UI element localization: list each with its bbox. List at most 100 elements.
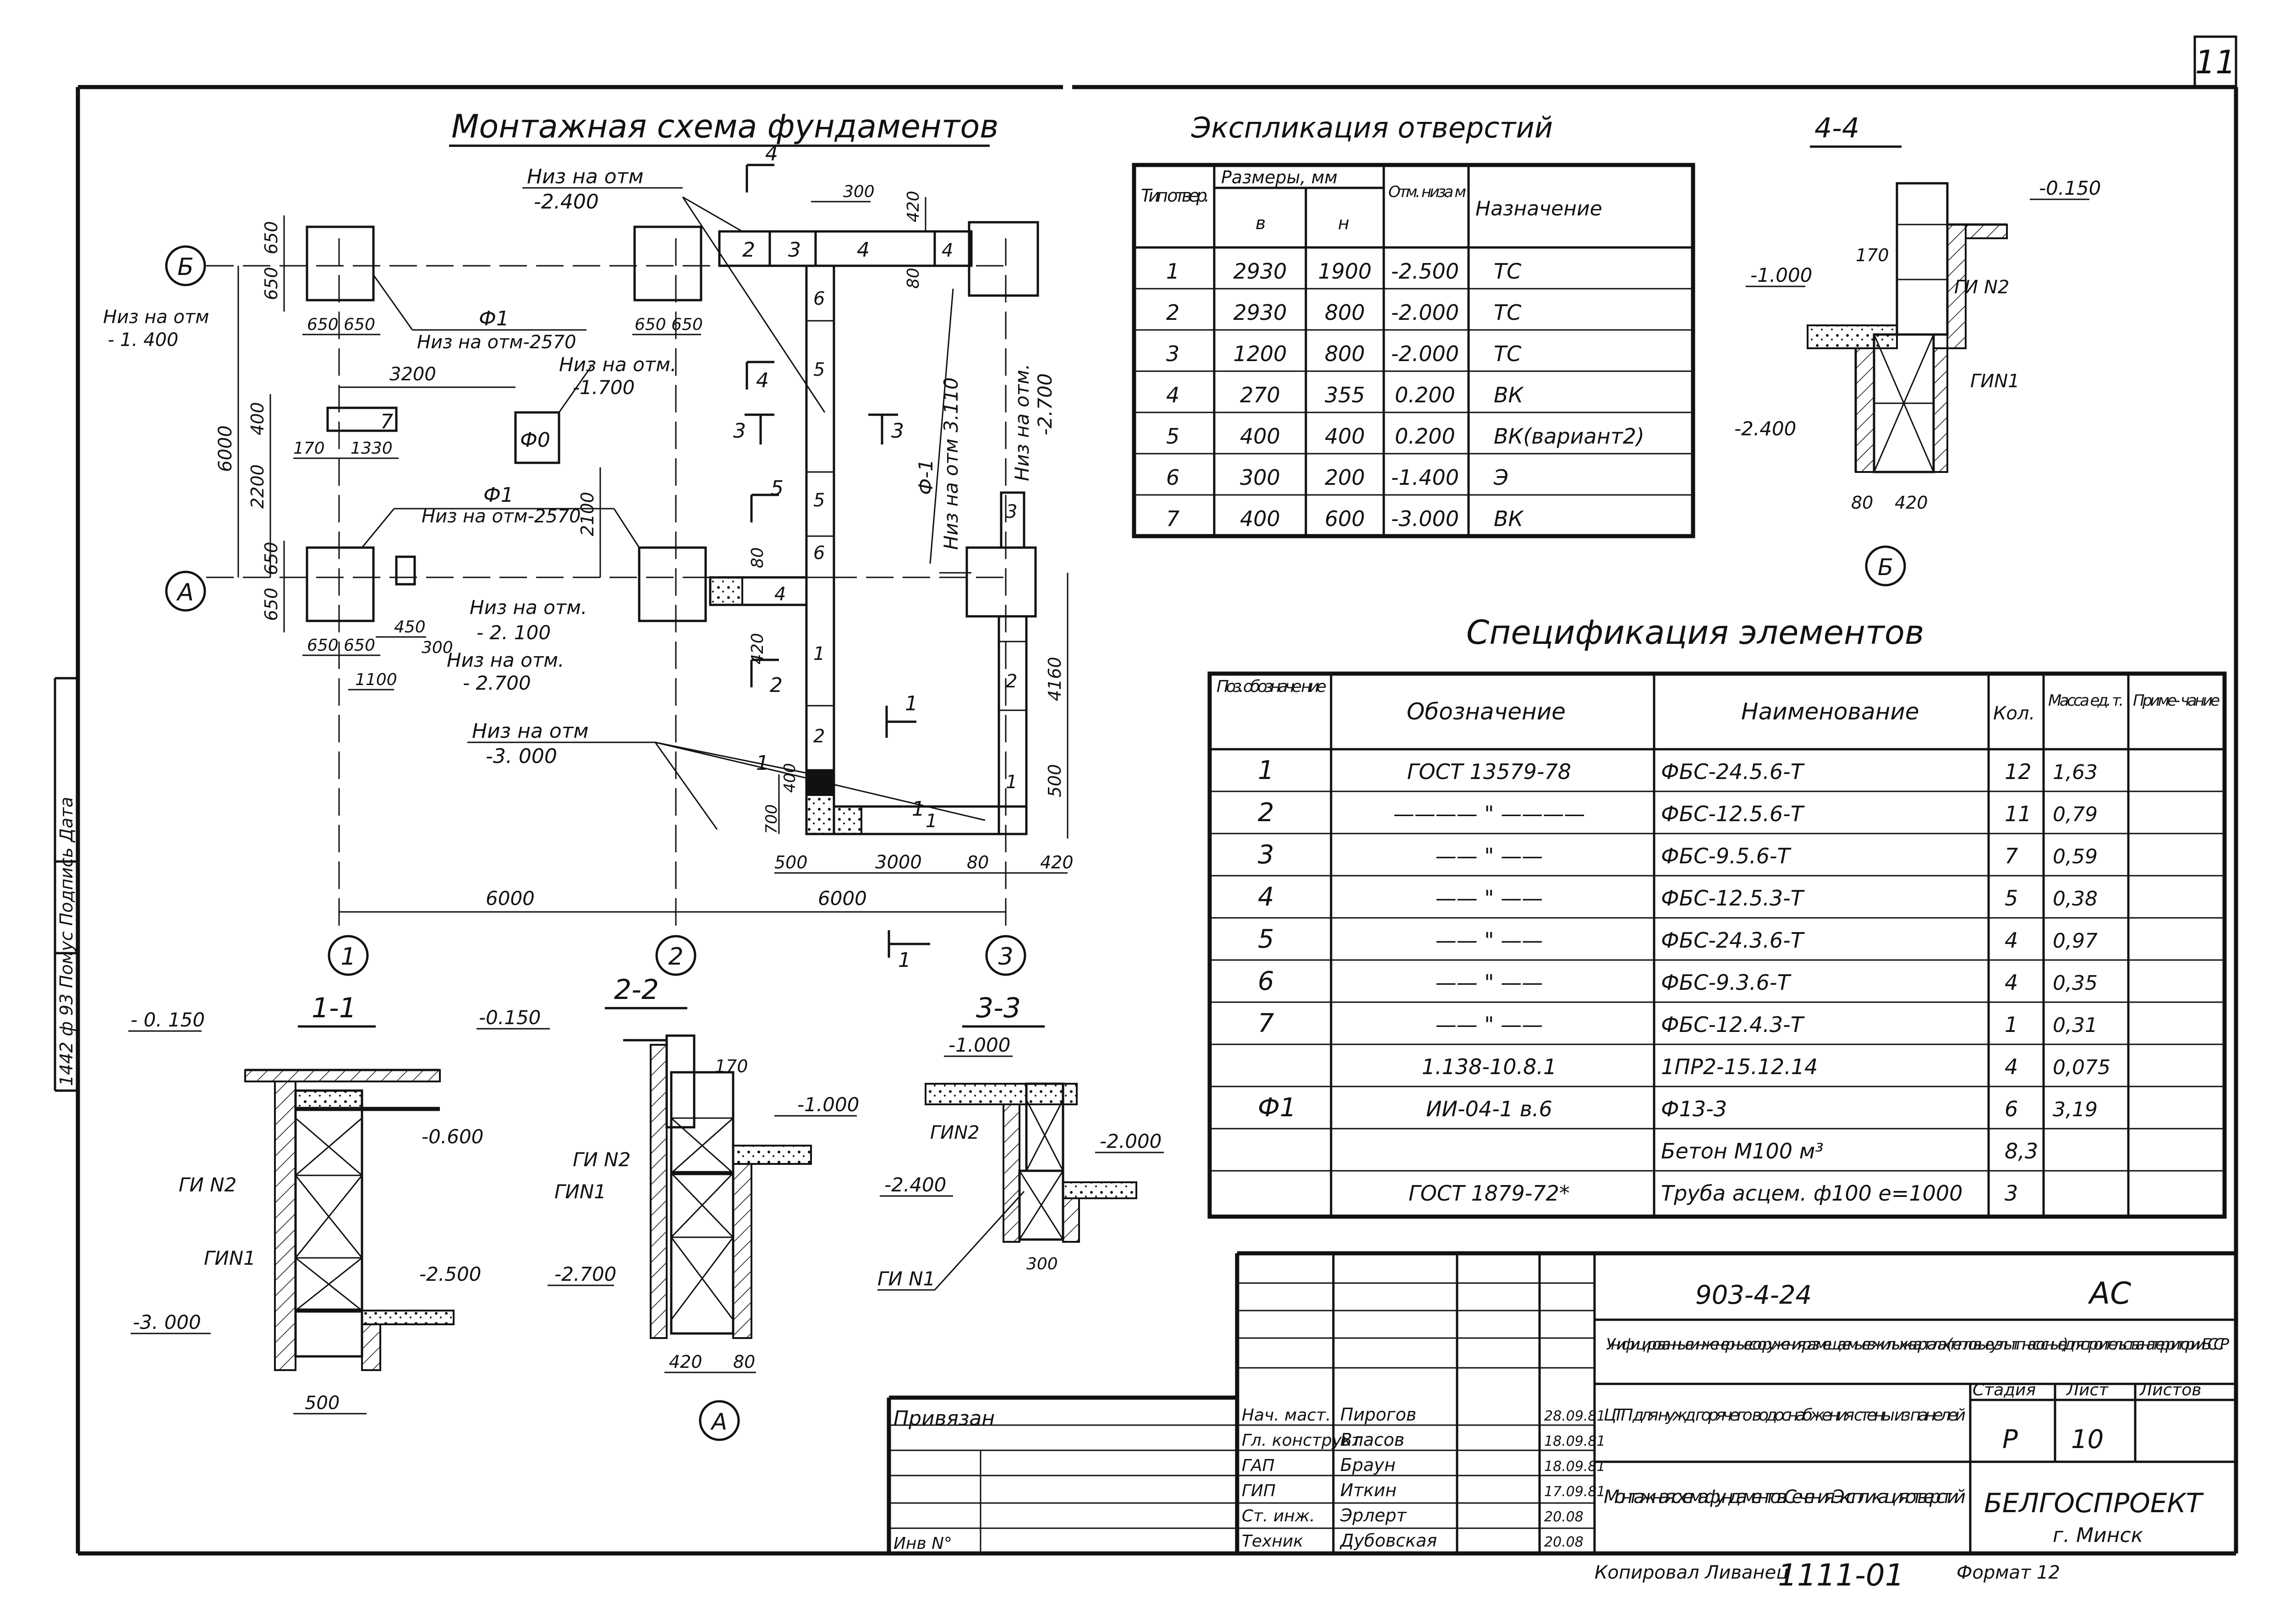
spec-cell-pos: 2 xyxy=(1258,798,1274,828)
spec-cell-pos: 6 xyxy=(1258,966,1274,996)
staff-role: Техник xyxy=(1242,1532,1303,1551)
expl-cell-h: 400 xyxy=(1325,424,1365,449)
spec-cell-designation: —— " —— xyxy=(1436,886,1543,911)
plan-label: Низ на отм-2570 xyxy=(422,506,581,527)
expl-cell-h: 200 xyxy=(1325,465,1365,490)
section-title: 4-4 xyxy=(1814,112,1859,144)
spec-cell-qty: 5 xyxy=(2005,886,2018,911)
sec44-axis: Б xyxy=(1878,554,1893,581)
spec-cell-designation: —— " —— xyxy=(1436,928,1543,953)
spec-header-pos: Поз. обозначе ние xyxy=(1217,677,1326,696)
dim: 80 xyxy=(904,268,923,289)
expl-cell-b: 270 xyxy=(1240,383,1280,407)
dim: 650 xyxy=(261,221,281,254)
sec44-label: ГИN1 xyxy=(1970,371,2020,392)
cut-marker-1: 1 1 xyxy=(885,692,930,972)
spec-header-designation: Обозначение xyxy=(1407,698,1566,725)
footing-b3 xyxy=(968,221,1039,297)
dim: 2100 xyxy=(577,492,597,536)
tb-sheet-label: Лист xyxy=(2066,1381,2109,1399)
sec44-label: -1.000 xyxy=(1750,264,1812,286)
tb-copied: Копировал Ливанец xyxy=(1595,1562,1788,1583)
dim: 420 xyxy=(748,633,767,664)
dim: 80 xyxy=(748,547,767,568)
axis-label-b: Б xyxy=(177,253,194,281)
spec-cell-qty: 3 xyxy=(2005,1181,2018,1206)
plan-block-num: 2 xyxy=(1006,671,1017,692)
sec22-label: -1.000 xyxy=(797,1093,859,1116)
dim: 6000 xyxy=(818,887,867,910)
plan-block-num: 1 xyxy=(1006,772,1017,793)
staff-name: Власов xyxy=(1340,1430,1404,1450)
spec-cell-name: Труба асцем. ф100 е=1000 xyxy=(1661,1181,1962,1206)
expl-cell-type: 3 xyxy=(1166,341,1179,366)
spec-cell-mass: 0,35 xyxy=(2053,971,2098,995)
plan-block-num: 5 xyxy=(813,490,825,511)
plan-label: Низ на отм. xyxy=(559,353,676,376)
spec-cell-pos: 7 xyxy=(1258,1009,1274,1038)
dim: 420 xyxy=(1040,852,1074,872)
dim: 6000 xyxy=(215,425,236,472)
axis-marker-3 xyxy=(985,935,1026,976)
explication-title: Экспликация отверстий xyxy=(1191,111,1553,144)
staff-name: Пирогов xyxy=(1340,1405,1416,1425)
footing-f0 xyxy=(514,411,560,464)
expl-cell-mark: -2.000 xyxy=(1391,341,1459,366)
plan-block-num: 3 xyxy=(1006,501,1017,522)
plan-block-num: 2 xyxy=(770,674,783,697)
tb-stage-label: Стадия xyxy=(1973,1381,2036,1399)
dim: 400 xyxy=(781,763,799,793)
staff-name: Браун xyxy=(1340,1455,1396,1475)
footing-b2 xyxy=(633,225,702,302)
staff-name: Дубовская xyxy=(1339,1531,1437,1551)
spec-cell-pos: 3 xyxy=(1258,840,1274,870)
plan-block-num: 2 xyxy=(742,238,755,262)
spec-cell-qty: 4 xyxy=(2005,970,2018,995)
plan-block-7: 7 xyxy=(380,410,393,433)
spec-cell-name: ФБС-12.5.6-Т xyxy=(1661,801,1805,826)
expl-cell-type: 5 xyxy=(1166,424,1179,449)
spec-cell-designation: 1.138-10.8.1 xyxy=(1422,1054,1557,1079)
dim: 2200 xyxy=(247,464,268,509)
plan-block-num: 5 xyxy=(771,477,784,500)
plan-label: -2.700 xyxy=(1034,373,1056,435)
dim: 420 xyxy=(904,191,923,222)
staff-date: 20.08 xyxy=(1544,1509,1584,1525)
expl-cell-mark: -3.000 xyxy=(1391,506,1459,531)
plan-label: Ф1 xyxy=(483,483,514,507)
sec44-label: ГИ N2 xyxy=(1954,277,2009,298)
plan-label: Низ на отм. xyxy=(1011,364,1033,481)
spec-cell-name: ФБС-12.5.3-Т xyxy=(1661,886,1805,911)
sheet-frame xyxy=(76,35,2238,1556)
plan-label: Ф1 xyxy=(479,307,509,330)
dim: 6000 xyxy=(486,887,535,910)
spec-cell-mass: 0,59 xyxy=(2053,845,2098,868)
spec-title: Спецификация элементов xyxy=(1466,613,1924,652)
expl-cell-mark: -1.400 xyxy=(1391,465,1459,490)
dim: 650 xyxy=(261,587,281,621)
foundation-plan: Монтажная схема фундаментов Б А 1 2 3 7 … xyxy=(103,108,1074,976)
spec-cell-mass: 0,97 xyxy=(2053,929,2098,953)
expl-cell-mark: 0.200 xyxy=(1395,383,1455,407)
tb-city: г. Минск xyxy=(2053,1524,2143,1547)
plan-label: Низ на отм xyxy=(472,719,589,743)
tb-stage: Р xyxy=(2002,1425,2018,1454)
side-stamp: 1442 ф 93 Помус Подпись Дата xyxy=(54,677,78,1092)
plan-block-num: 1 xyxy=(912,797,925,821)
spec-cell-pos: 5 xyxy=(1258,924,1274,954)
section-title: 1-1 xyxy=(312,992,356,1024)
sec33-label: -2.000 xyxy=(1100,1130,1162,1152)
expl-cell-purpose: ВК(вариант2) xyxy=(1494,424,1644,449)
plan-block-num: 2 xyxy=(813,726,825,747)
sec11-label: -2.500 xyxy=(419,1263,481,1285)
tb-org: БЕЛГОСПРОЕКТ xyxy=(1984,1487,2204,1519)
expl-cell-b: 2930 xyxy=(1233,300,1287,325)
dim: 650 xyxy=(261,267,281,300)
expl-header-sizes: Размеры, мм xyxy=(1221,167,1337,187)
sec44-label: -0.150 xyxy=(2039,177,2101,199)
plan-label: -2.400 xyxy=(534,190,599,214)
staff-role: ГИП xyxy=(1242,1481,1276,1500)
expl-cell-purpose: ВК xyxy=(1494,506,1524,531)
spec-cell-qty: 4 xyxy=(2005,1054,2018,1079)
